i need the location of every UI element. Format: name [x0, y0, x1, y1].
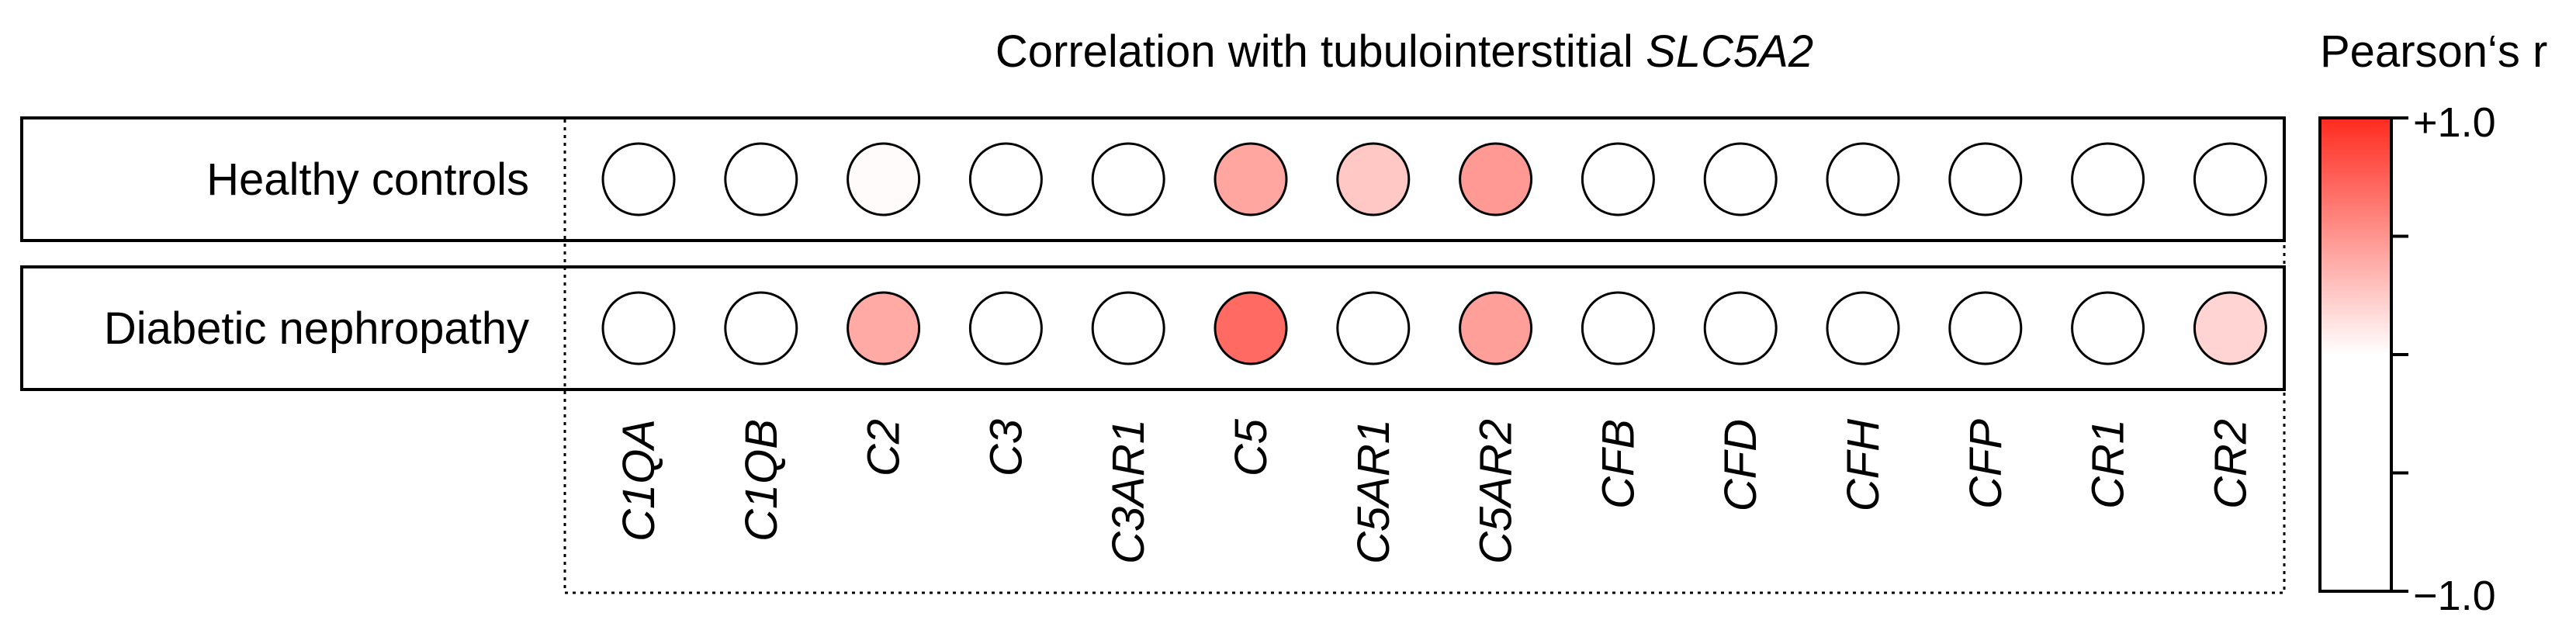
- dot-healthy-controls-c1qa: [601, 142, 676, 216]
- legend-max-label: +1.0: [2413, 99, 2496, 146]
- chart-title-gene: SLC5A2: [1646, 26, 1813, 77]
- row-box-healthy-controls: [20, 116, 2286, 242]
- dot-diabetic-nephropathy-c5ar1: [1336, 291, 1411, 365]
- chart-title: Correlation with tubulointerstitial SLC5…: [995, 26, 1813, 77]
- legend-color-bar: [2318, 116, 2393, 593]
- dot-diabetic-nephropathy-c3: [968, 291, 1043, 365]
- dot-healthy-controls-c3: [968, 142, 1043, 216]
- dot-healthy-controls-cfd: [1703, 142, 1778, 216]
- gene-label-layer: C1QA C1QB C2 C3 C3AR1 C5 C5AR1 C5AR2 CFB CFD CFH CF…: [614, 418, 2256, 564]
- legend-tick-layer: [2391, 116, 2408, 593]
- dot-diabetic-nephropathy-cfh: [1826, 291, 1900, 365]
- gene-label-cr2: CR2: [2205, 419, 2256, 509]
- chart-title-prefix: Correlation with tubulointerstitial: [995, 26, 1646, 77]
- dot-diabetic-nephropathy-cfp: [1948, 291, 2023, 365]
- dot-healthy-controls-cr1: [2071, 142, 2145, 216]
- gene-label-cfd: CFD: [1716, 419, 1766, 511]
- dot-healthy-controls-c1qb: [724, 142, 798, 216]
- gene-label-cfh: CFH: [1838, 419, 1889, 511]
- dot-healthy-controls-cfh: [1826, 142, 1900, 216]
- dot-diabetic-nephropathy-c3ar1: [1091, 291, 1165, 365]
- dot-healthy-controls-cfp: [1948, 142, 2023, 216]
- dot-diabetic-nephropathy-cfd: [1703, 291, 1778, 365]
- dot-healthy-controls-cr2: [2193, 142, 2267, 216]
- dot-diabetic-nephropathy-c1qb: [724, 291, 798, 365]
- dot-healthy-controls-cfb: [1581, 142, 1655, 216]
- dot-healthy-controls-c5ar1: [1336, 142, 1411, 216]
- dot-diabetic-nephropathy-cr2: [2193, 291, 2267, 365]
- dot-grid-frame: [563, 116, 2286, 594]
- gene-label-c1qa: C1QA: [614, 419, 664, 542]
- dot-healthy-controls-c5ar2: [1459, 142, 1533, 216]
- dot-diabetic-nephropathy-c5ar2: [1459, 291, 1533, 365]
- gene-label-c3ar1: C3AR1: [1103, 419, 1154, 564]
- dot-layer: [601, 142, 2267, 365]
- dot-healthy-controls-c2: [847, 142, 921, 216]
- row-box-diabetic-nephropathy: [20, 265, 2286, 391]
- dot-diabetic-nephropathy-c2: [847, 291, 921, 365]
- row-label-diabetic-nephropathy: Diabetic nephropathy: [104, 303, 529, 354]
- dot-diabetic-nephropathy-c5: [1214, 291, 1288, 365]
- dot-healthy-controls-c3ar1: [1091, 142, 1165, 216]
- dot-diabetic-nephropathy-c1qa: [601, 291, 676, 365]
- row-label-healthy-controls: Healthy controls: [206, 154, 529, 205]
- legend-min-label: −1.0: [2413, 573, 2496, 619]
- gene-label-cfp: CFP: [1961, 419, 2011, 509]
- gene-label-c5ar1: C5AR1: [1349, 419, 1399, 564]
- gene-label-cfb: CFB: [1593, 419, 1643, 509]
- gene-label-c2: C2: [859, 419, 909, 476]
- gene-label-c5: C5: [1226, 418, 1276, 476]
- dot-healthy-controls-c5: [1214, 142, 1288, 216]
- dot-diabetic-nephropathy-cfb: [1581, 291, 1655, 365]
- gene-label-cr1: CR1: [2083, 419, 2134, 509]
- gene-label-c5ar2: C5AR2: [1471, 419, 1522, 564]
- gene-label-c3: C3: [981, 419, 1031, 476]
- gene-label-c1qb: C1QB: [736, 419, 787, 542]
- legend-title: Pearson‘s r: [2320, 26, 2547, 77]
- dot-diabetic-nephropathy-cr1: [2071, 291, 2145, 365]
